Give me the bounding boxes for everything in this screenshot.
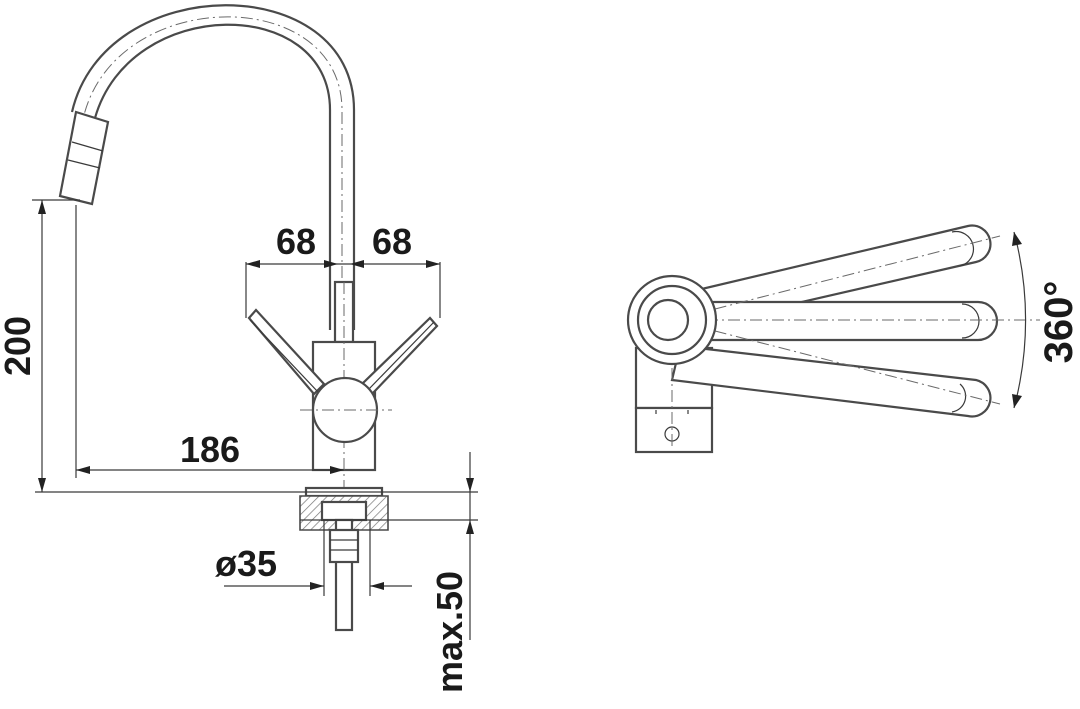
label-200: 200 bbox=[0, 316, 38, 376]
dimension-360: 360° bbox=[1012, 231, 1080, 409]
label-360: 360° bbox=[1037, 281, 1080, 364]
label-186: 186 bbox=[180, 429, 240, 470]
top-view: 360° bbox=[626, 224, 1080, 454]
dimension-dia-35: ø35 bbox=[215, 520, 412, 596]
lever-left bbox=[247, 308, 326, 396]
dimension-200: 200 bbox=[0, 199, 80, 492]
spout-position-middle bbox=[674, 300, 999, 342]
spray-head bbox=[58, 110, 110, 206]
dimension-186: 186 bbox=[75, 205, 344, 478]
dimension-68-68: 68 68 bbox=[245, 221, 441, 318]
label-max-50: max.50 bbox=[429, 571, 470, 693]
spout-position-lower bbox=[670, 344, 992, 418]
side-view: 68 68 200 186 ø35 bbox=[0, 4, 478, 693]
label-68-left: 68 bbox=[276, 221, 316, 262]
dimension-max-50: max.50 bbox=[429, 452, 474, 693]
spout-outer bbox=[93, 23, 332, 330]
body-top-base bbox=[634, 406, 714, 454]
label-68-right: 68 bbox=[372, 221, 412, 262]
spout-inner bbox=[70, 4, 356, 330]
spout-centerline bbox=[83, 16, 343, 300]
swivel-hub-inner bbox=[646, 298, 690, 342]
label-dia-35: ø35 bbox=[215, 543, 277, 584]
